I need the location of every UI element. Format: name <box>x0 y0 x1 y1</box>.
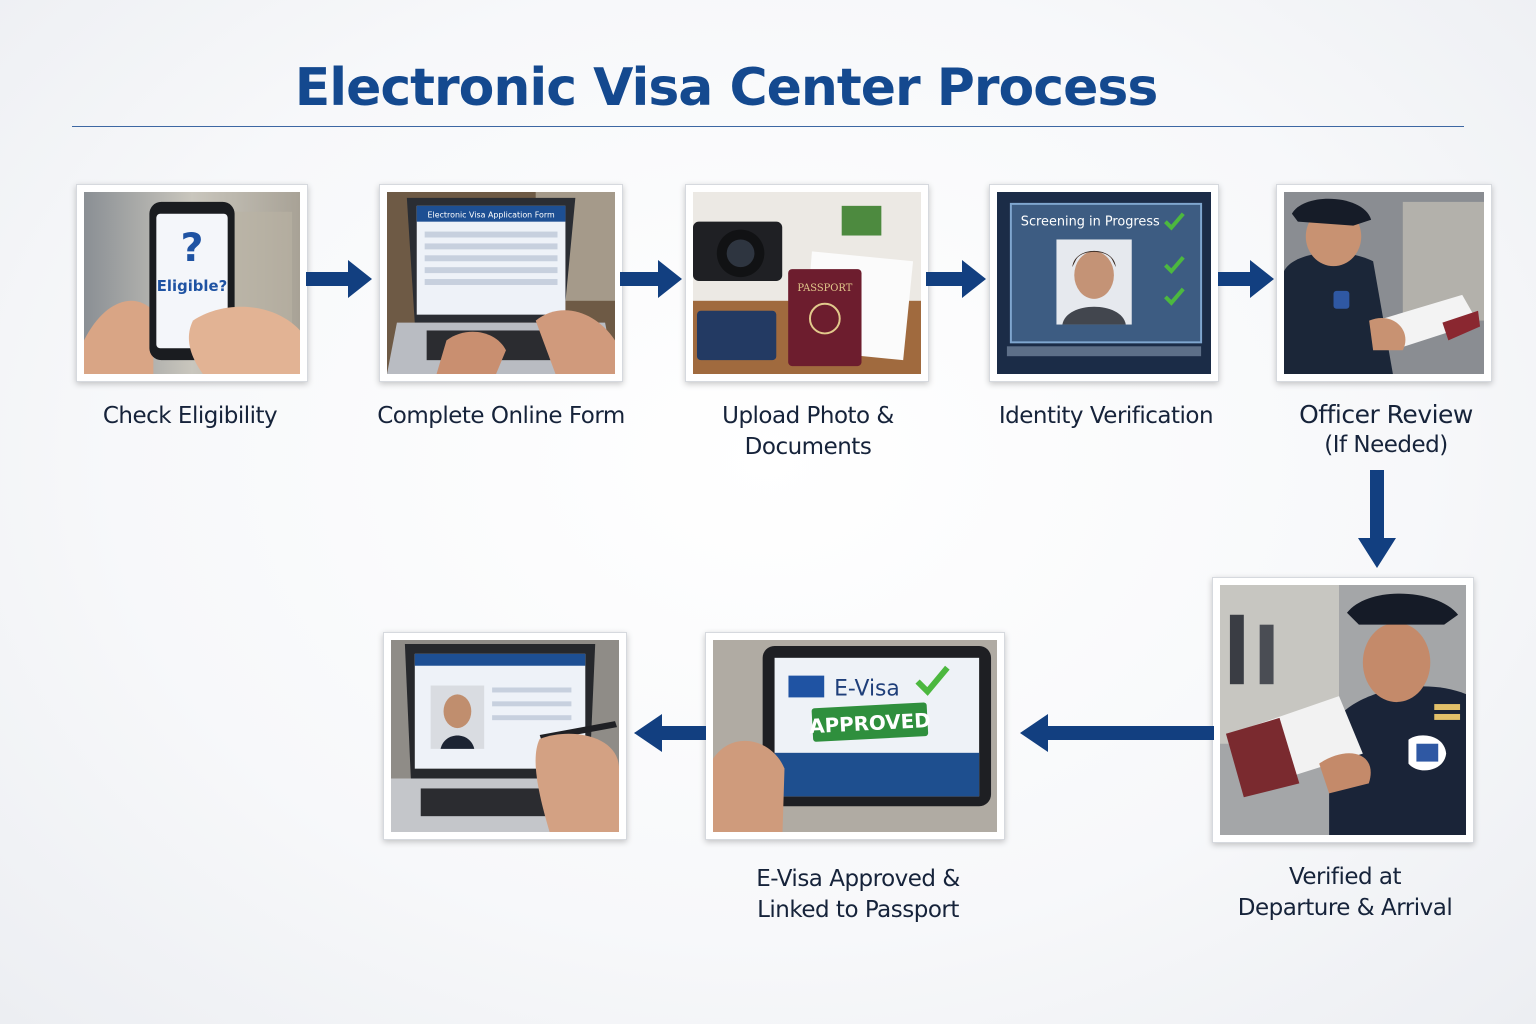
step-7-image: E-Visa APPROVED <box>705 632 1005 840</box>
step-1-image: ? Eligible? <box>76 184 308 382</box>
step-5-image <box>1276 184 1492 382</box>
step-3-label: Upload Photo & Documents <box>722 403 894 460</box>
laptop-signing-icon <box>391 640 619 832</box>
step-2-image: Electronic Visa Application Form <box>379 184 623 382</box>
step-3-image: PASSPORT <box>685 184 929 382</box>
screen-text: Screening in Progress <box>1021 215 1160 230</box>
arrow-left-icon <box>1020 714 1214 752</box>
step-6-title: Verified at <box>1288 864 1402 890</box>
arrow-right-icon <box>306 260 372 298</box>
step-7-note: Linked to Passport <box>757 897 959 923</box>
page-title: Electronic Visa Center Process <box>294 58 1159 118</box>
arrow-right-icon <box>620 260 682 298</box>
officer-review-icon <box>1284 192 1484 374</box>
step-6-note: Departure & Arrival <box>1237 895 1453 921</box>
svg-text:?: ? <box>181 225 204 271</box>
face-screening-icon: Screening in Progress <box>997 192 1211 374</box>
screen-text: E-Visa <box>834 676 900 701</box>
step-5-note: (If Needed) <box>1324 432 1448 458</box>
camera-passport-icon: PASSPORT <box>693 192 921 374</box>
step-4-label: Identity Verification <box>998 403 1214 429</box>
step-6-label: Verified at Departure & Arrival <box>1222 862 1468 924</box>
tablet-approved-icon: E-Visa APPROVED <box>713 640 997 832</box>
step-6-image <box>1212 577 1474 843</box>
step-7-label: E-Visa Approved & Linked to Passport <box>716 864 1000 926</box>
step-2-label: Complete Online Form <box>377 403 625 429</box>
screen-text: Eligible? <box>157 278 227 295</box>
laptop-form-icon: Electronic Visa Application Form <box>387 192 615 374</box>
step-5-title: Officer Review <box>1299 400 1473 429</box>
screen-text: PASSPORT <box>797 283 852 294</box>
arrow-down-icon <box>1358 470 1396 568</box>
screen-text: Electronic Visa Application Form <box>428 211 555 220</box>
step-7-title: E-Visa Approved & <box>756 866 960 892</box>
title-divider <box>72 126 1464 127</box>
step-1-label: Check Eligibility <box>102 403 278 429</box>
step-8-image <box>383 632 627 840</box>
border-officer-icon <box>1220 585 1466 835</box>
arrow-right-icon <box>1218 260 1274 298</box>
arrow-left-icon <box>634 714 706 752</box>
arrow-right-icon <box>926 260 986 298</box>
step-4-image: Screening in Progress <box>989 184 1219 382</box>
phone-eligibility-icon: ? Eligible? <box>84 192 300 374</box>
step-5-label: Officer Review (If Needed) <box>1264 399 1508 461</box>
